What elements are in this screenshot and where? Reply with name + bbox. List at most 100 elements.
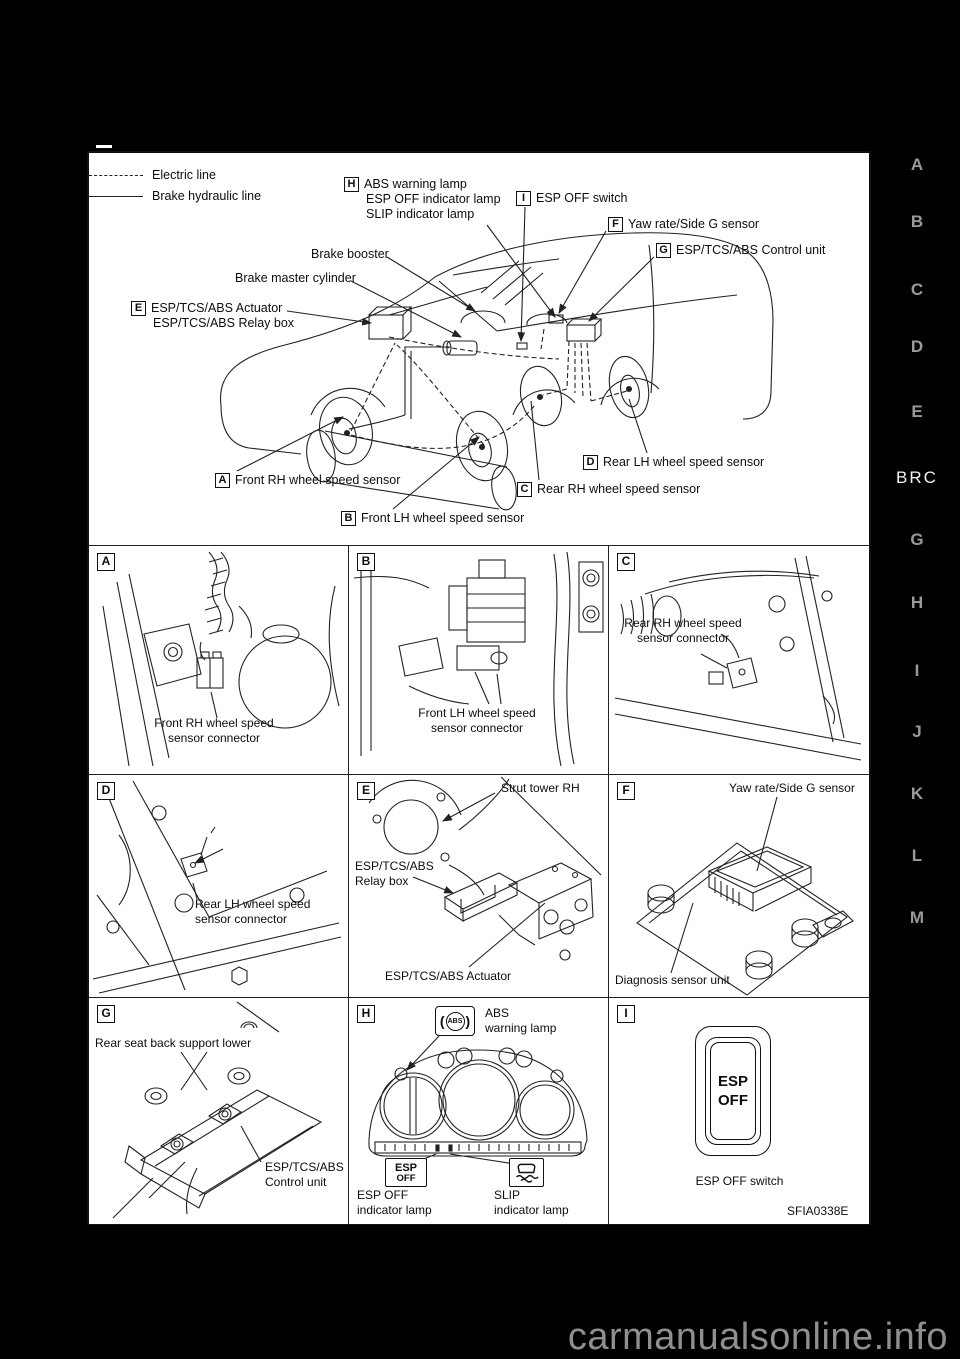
panel-c-label: Rear RH wheel speed sensor connector	[613, 616, 753, 646]
callout-warning-lamps-line2: ESP OFF indicator lamp	[366, 192, 501, 206]
car-line-art	[219, 206, 774, 511]
panel-g-control-label: ESP/TCS/ABS Control unit	[265, 1160, 344, 1190]
panel-e: E	[348, 774, 608, 997]
panel-d-label: Rear LH wheel speed sensor connector	[195, 897, 310, 927]
panel-d-label-line2: sensor connector	[195, 912, 288, 926]
esp-off-switch-inner: ESP OFF	[705, 1037, 761, 1145]
key-box-a: A	[215, 473, 230, 488]
panel-h-slip-line1: SLIP	[494, 1188, 521, 1202]
margin-tab-i: I	[914, 661, 920, 680]
panel-h-esp-line1: ESP OFF	[357, 1188, 409, 1202]
abs-warning-lamp-icon: ( ABS )	[435, 1006, 475, 1036]
margin-tab-j: J	[912, 722, 922, 741]
margin-tab-h: H	[910, 593, 924, 612]
panel-h-abs-line2: warning lamp	[485, 1021, 557, 1035]
panel-e-relay-line2: Relay box	[355, 874, 409, 888]
esp-icon-line1: ESP	[394, 1161, 417, 1174]
key-box-d: D	[583, 455, 598, 470]
margin-tab-c: C	[910, 280, 924, 299]
esp-off-indicator-icon: ESP OFF	[385, 1158, 427, 1187]
panel-g-art	[112, 1001, 323, 1219]
esp-off-switch-face: ESP OFF	[710, 1042, 756, 1140]
panel-d-label-line1: Rear LH wheel speed	[195, 897, 311, 911]
panel-c-key: C	[617, 553, 635, 571]
detail-panels-grid: A	[89, 546, 869, 1224]
panel-f-art	[636, 796, 854, 996]
panel-a: A	[89, 546, 348, 774]
margin-tab-l: L	[911, 846, 923, 865]
key-box-i: I	[516, 191, 531, 206]
switch-text-line1: ESP	[717, 1073, 748, 1090]
key-box-g: G	[656, 243, 671, 258]
callout-rear-lh-sensor: D Rear LH wheel speed sensor	[583, 455, 764, 470]
panel-h-slip-label: SLIP indicator lamp	[494, 1188, 569, 1218]
panel-f-key: F	[617, 782, 635, 800]
callout-control-unit-text: ESP/TCS/ABS Control unit	[676, 243, 826, 257]
switch-text-line2: OFF	[718, 1092, 748, 1109]
panel-e-art	[368, 776, 602, 968]
watermark: carmanualsonline.info	[567, 1316, 948, 1358]
callout-front-lh-text: Front LH wheel speed sensor	[361, 511, 525, 525]
abs-icon-paren-right: )	[465, 1013, 471, 1029]
panel-g: G	[89, 997, 348, 1224]
panel-h-abs-label: ABS warning lamp	[485, 1006, 556, 1036]
panel-f: F	[608, 774, 869, 997]
key-box-e: E	[131, 301, 146, 316]
abs-icon-text: ABS	[445, 1011, 465, 1031]
panel-i-key: I	[617, 1005, 635, 1023]
margin-tab-k: K	[910, 784, 924, 803]
figure-sheet: Electric line Brake hydraulic line H ABS…	[87, 151, 871, 1225]
esp-icon-line2: OFF	[396, 1172, 416, 1184]
panel-c-art	[614, 555, 862, 761]
hydraulic-line-sample	[89, 195, 143, 197]
panel-c-label-line2: sensor connector	[636, 631, 730, 645]
key-box-f: F	[608, 217, 623, 232]
panel-h-art	[368, 1035, 588, 1167]
margin-tab-m: M	[909, 908, 925, 927]
callout-warning-lamps-line1: ABS warning lamp	[364, 177, 467, 191]
panel-b-label-line1: Front LH wheel speed	[418, 706, 536, 720]
callout-front-rh-text: Front RH wheel speed sensor	[235, 473, 401, 487]
panel-h-abs-line1: ABS	[485, 1006, 510, 1020]
panel-a-label-line1: Front RH wheel speed	[154, 716, 274, 730]
panel-g-control-line1: ESP/TCS/ABS	[265, 1160, 344, 1174]
callout-control-unit: G ESP/TCS/ABS Control unit	[656, 243, 825, 258]
margin-tab-e: E	[911, 402, 923, 421]
panel-b-art	[353, 551, 604, 767]
panel-g-control-line2: Control unit	[265, 1175, 327, 1189]
panel-f-yaw-label: Yaw rate/Side G sensor	[729, 781, 855, 795]
panel-d: D Rear LH wheel speed sensor connec	[89, 774, 348, 997]
figure-code: SFIA0338E	[787, 1204, 849, 1218]
slip-indicator-icon	[509, 1158, 544, 1187]
callout-brake-master-cylinder: Brake master cylinder	[235, 271, 356, 285]
callout-front-lh-sensor: B Front LH wheel speed sensor	[341, 511, 524, 526]
callout-warning-lamps: H ABS warning lamp ESP OFF indicator lam…	[344, 177, 501, 222]
key-box-c: C	[517, 482, 532, 497]
panel-h-esp-line2: indicator lamp	[357, 1203, 432, 1217]
callout-esp-off-switch-text: ESP OFF switch	[536, 191, 628, 205]
callout-front-rh-sensor: A Front RH wheel speed sensor	[215, 473, 400, 488]
callout-brake-booster: Brake booster	[311, 247, 389, 261]
margin-tab-a: A	[910, 155, 924, 174]
panel-h-key: H	[357, 1005, 375, 1023]
panel-d-key: D	[97, 782, 115, 800]
panel-b-key: B	[357, 553, 375, 571]
legend-hydraulic-line: Brake hydraulic line	[89, 189, 261, 203]
panel-b: B	[348, 546, 608, 774]
callout-rear-rh-text: Rear RH wheel speed sensor	[537, 482, 701, 496]
panel-e-key: E	[357, 782, 375, 800]
margin-tab-g: G	[910, 530, 924, 549]
abs-icon-paren-left: (	[439, 1013, 445, 1029]
callout-yaw-sensor: F Yaw rate/Side G sensor	[608, 217, 759, 232]
scan-artifact	[96, 145, 112, 148]
key-box-h: H	[344, 177, 359, 192]
margin-tab-brc-active: BRC	[896, 468, 938, 487]
callout-rear-rh-sensor: C Rear RH wheel speed sensor	[517, 482, 700, 497]
legend-hydraulic-label: Brake hydraulic line	[152, 189, 262, 203]
panel-e-relay-line1: ESP/TCS/ABS	[355, 859, 434, 873]
esp-off-switch-drawing: ESP OFF	[695, 1026, 771, 1156]
panel-h-slip-line2: indicator lamp	[494, 1203, 569, 1217]
callout-esp-off-switch: I ESP OFF switch	[516, 191, 627, 206]
panel-a-art	[102, 551, 340, 767]
